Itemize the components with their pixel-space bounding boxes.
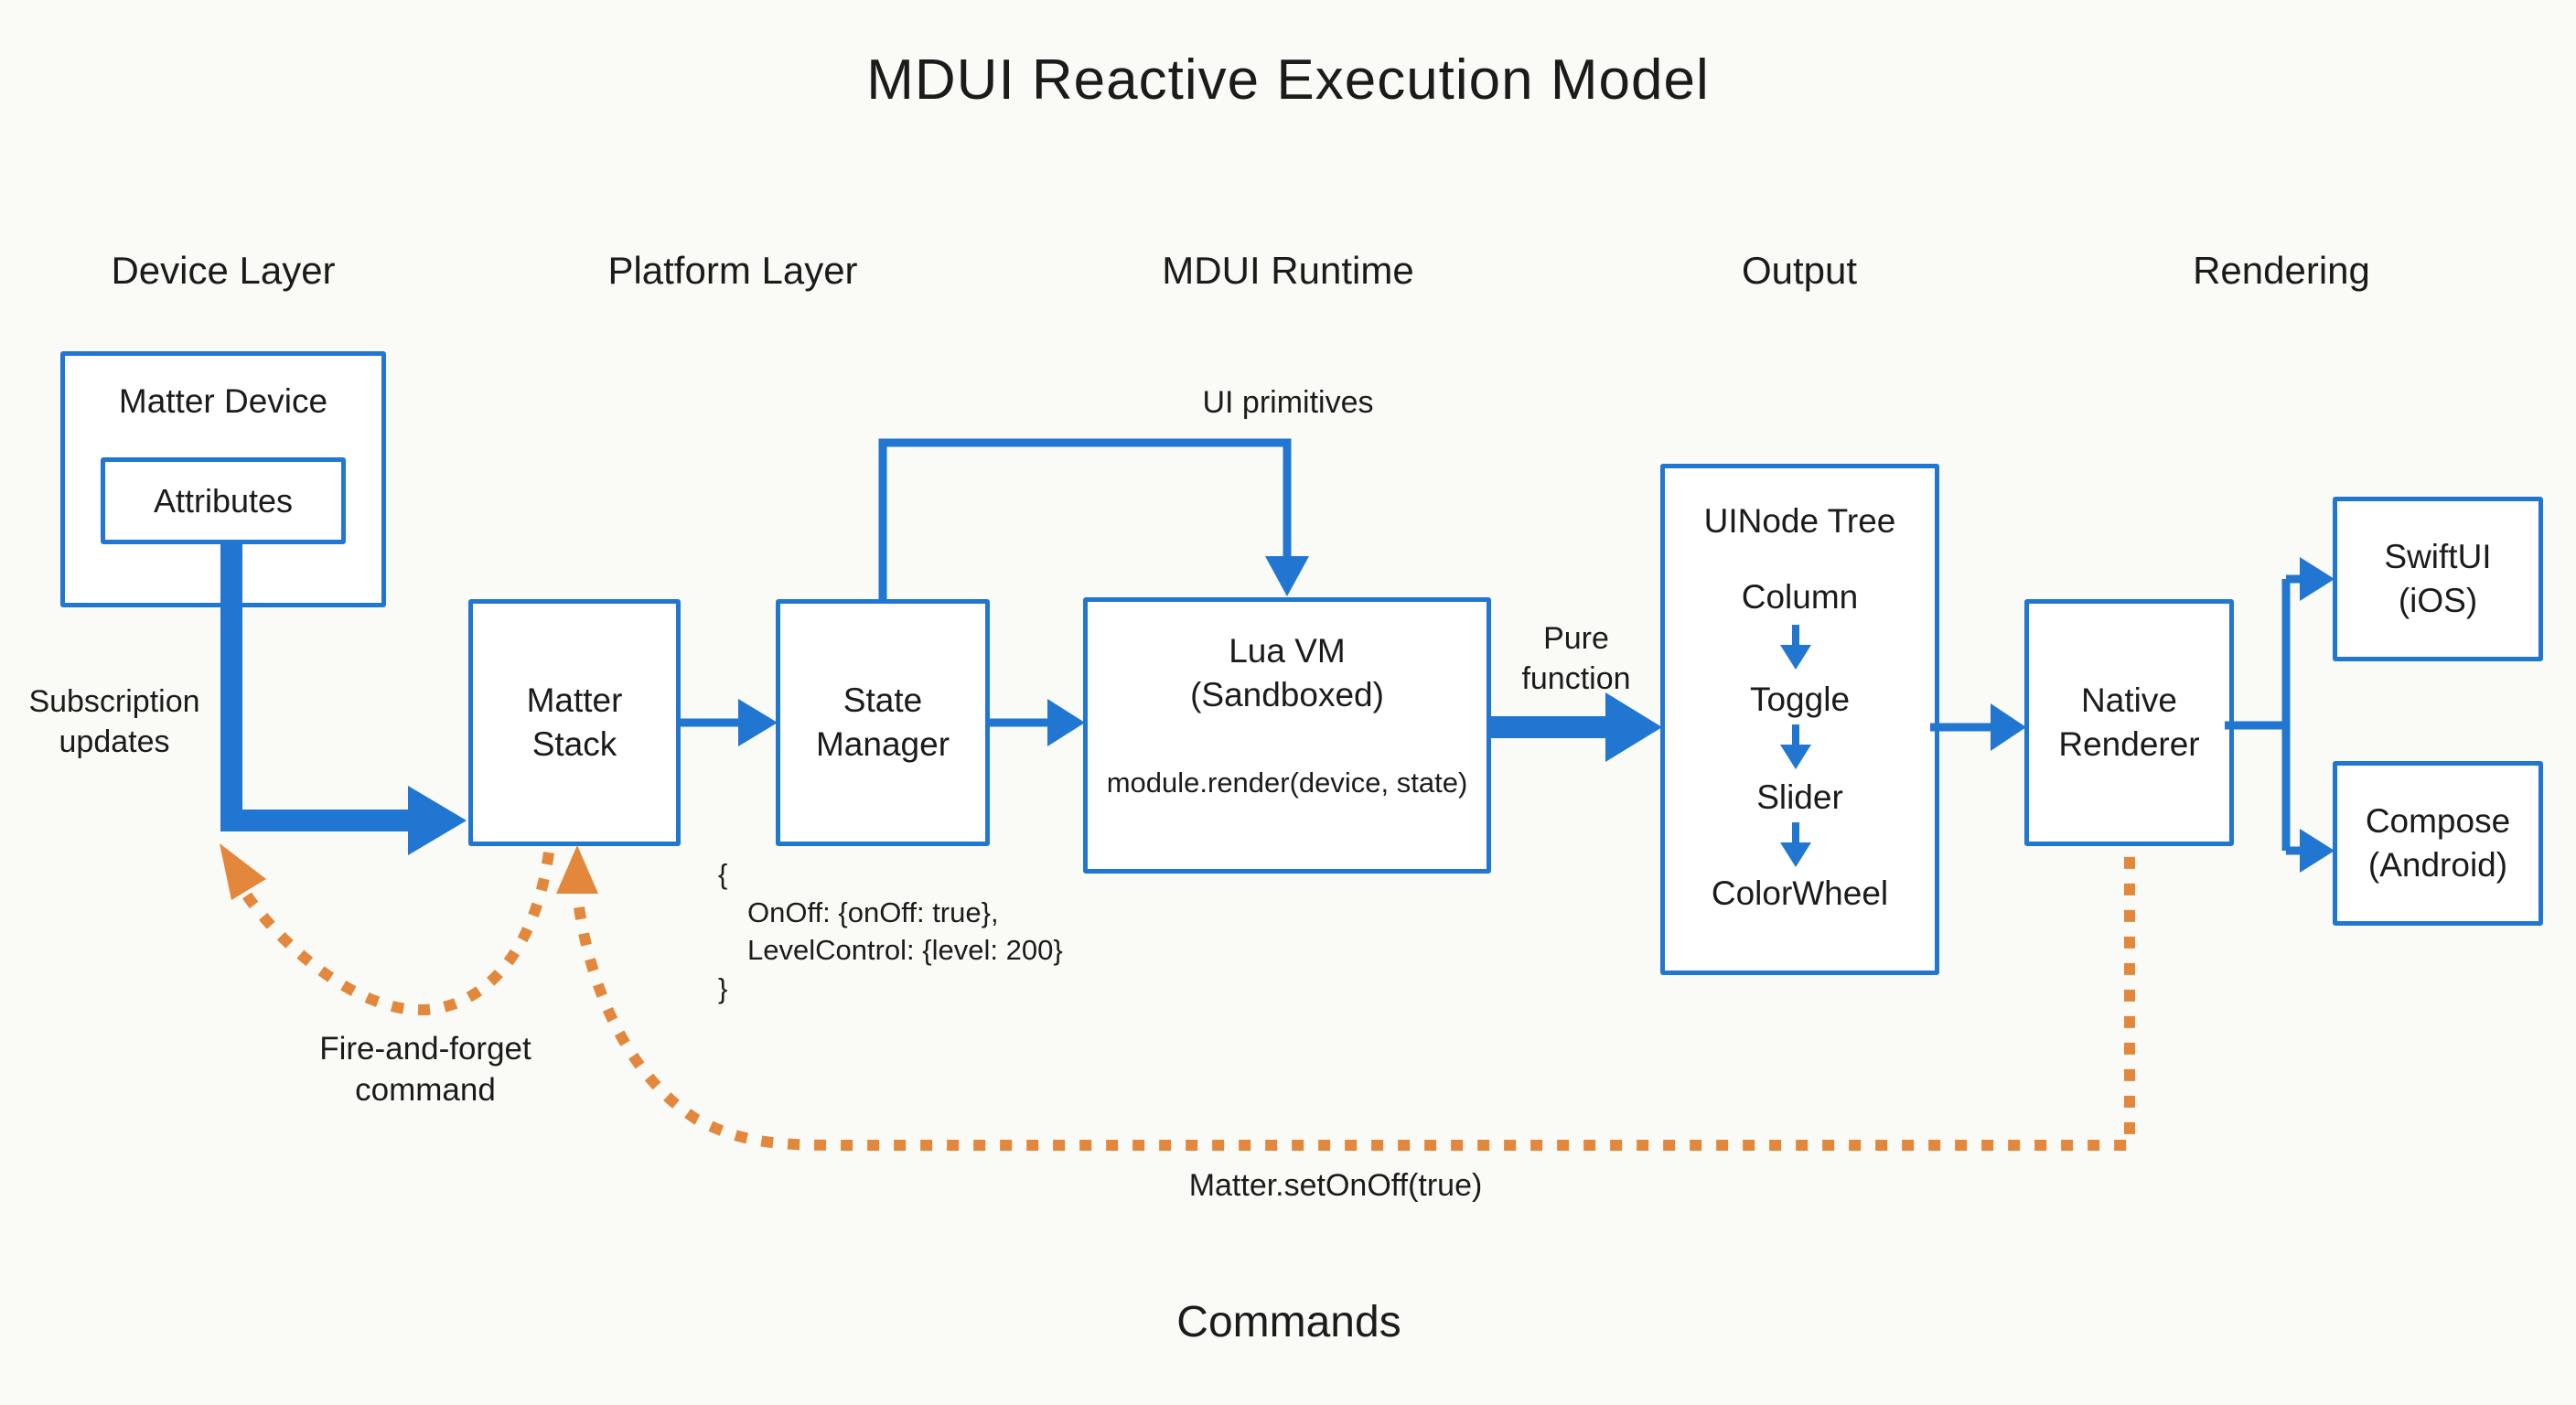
column-header-platform-layer: Platform Layer [607,249,858,292]
state-to-lua-arrowhead-icon [1047,699,1085,746]
lua-vm-box: Lua VM (Sandboxed) module.render(device,… [1083,597,1491,874]
subscription-updates-line1: Subscription [28,684,200,719]
subscription-updates-label: Subscription updates [0,681,229,762]
attributes-box: Attributes [101,457,346,544]
uinode-item-column: Column [1741,578,1859,616]
column-header-rendering: Rendering [2193,249,2370,292]
uinode-item-toggle: Toggle [1749,681,1851,718]
branch-to-swiftui-arrowhead-icon [2300,557,2334,601]
matter-stack-box: Matter Stack [468,599,681,846]
state-manager-label: State [843,681,923,719]
stack-to-state-arrowhead-icon [738,699,778,746]
state-snapshot-close: } [718,972,728,1004]
pure-function-arrowhead-icon [1605,692,1662,762]
state-snapshot-line2: LevelControl: {level: 200} [747,934,1063,966]
uinode-to-native-arrowhead-icon [1991,703,2026,751]
pure-function-line1: Pure [1543,621,1609,656]
fire-and-forget-line2: command [355,1072,496,1108]
compose-label: Compose [2365,802,2511,840]
pure-function-line2: function [1521,661,1631,696]
uinode-item-slider: Slider [1756,778,1843,816]
attributes-label: Attributes [153,481,294,520]
compose-label-2: (Android) [2367,846,2508,884]
native-renderer-label: Native [2081,681,2177,719]
ui-primitives-label: UI primitives [1202,385,1374,420]
column-header-mdui-runtime: MDUI Runtime [1162,249,1414,292]
state-manager-box: State Manager [776,599,990,846]
compose-box: Compose (Android) [2333,761,2543,926]
column-header-output: Output [1741,249,1858,292]
state-snapshot-open: { [718,858,728,890]
state-snapshot-line1: OnOff: {onOff: true}, [747,896,999,928]
swiftui-label: SwiftUI [2384,538,2492,575]
native-branch-lines [2225,574,2300,855]
matter-device-label: Matter Device [118,382,328,420]
page-title: MDUI Reactive Execution Model [866,48,1710,112]
state-manager-label-2: Manager [815,725,950,763]
lua-vm-label-2: (Sandboxed) [1190,676,1384,713]
subscription-arrowhead-icon [408,786,467,855]
commands-label: Commands [1176,1298,1401,1346]
command-call-label: Matter.setOnOff(true) [1188,1168,1483,1203]
uinode-tree-title: UINode Tree [1703,502,1896,540]
commands-arrowhead-icon [556,845,598,894]
subscription-updates-line2: updates [59,724,170,759]
branch-to-compose-arrowhead-icon [2300,829,2334,873]
lua-vm-label: Lua VM [1229,632,1346,670]
pure-function-label: Pure function [1485,618,1668,699]
matter-stack-label-2: Stack [531,725,617,763]
lua-vm-code: module.render(device, state) [1106,767,1468,799]
native-renderer-box: Native Renderer [2024,599,2234,846]
matter-stack-label: Matter [526,681,623,719]
swiftui-box: SwiftUI (iOS) [2333,497,2543,661]
column-header-device-layer: Device Layer [111,249,336,292]
ui-primitives-line [878,438,1292,599]
fire-and-forget-arrowhead-icon [220,843,266,900]
fire-and-forget-curve [232,852,554,1016]
uinode-item-colorwheel: ColorWheel [1711,874,1889,912]
ui-primitives-arrowhead-icon [1265,556,1309,596]
fire-and-forget-line1: Fire-and-forget [319,1031,531,1067]
swiftui-label-2: (iOS) [2398,582,2478,619]
native-renderer-label-2: Renderer [2058,725,2200,763]
fire-and-forget-label: Fire-and-forget command [288,1028,563,1110]
